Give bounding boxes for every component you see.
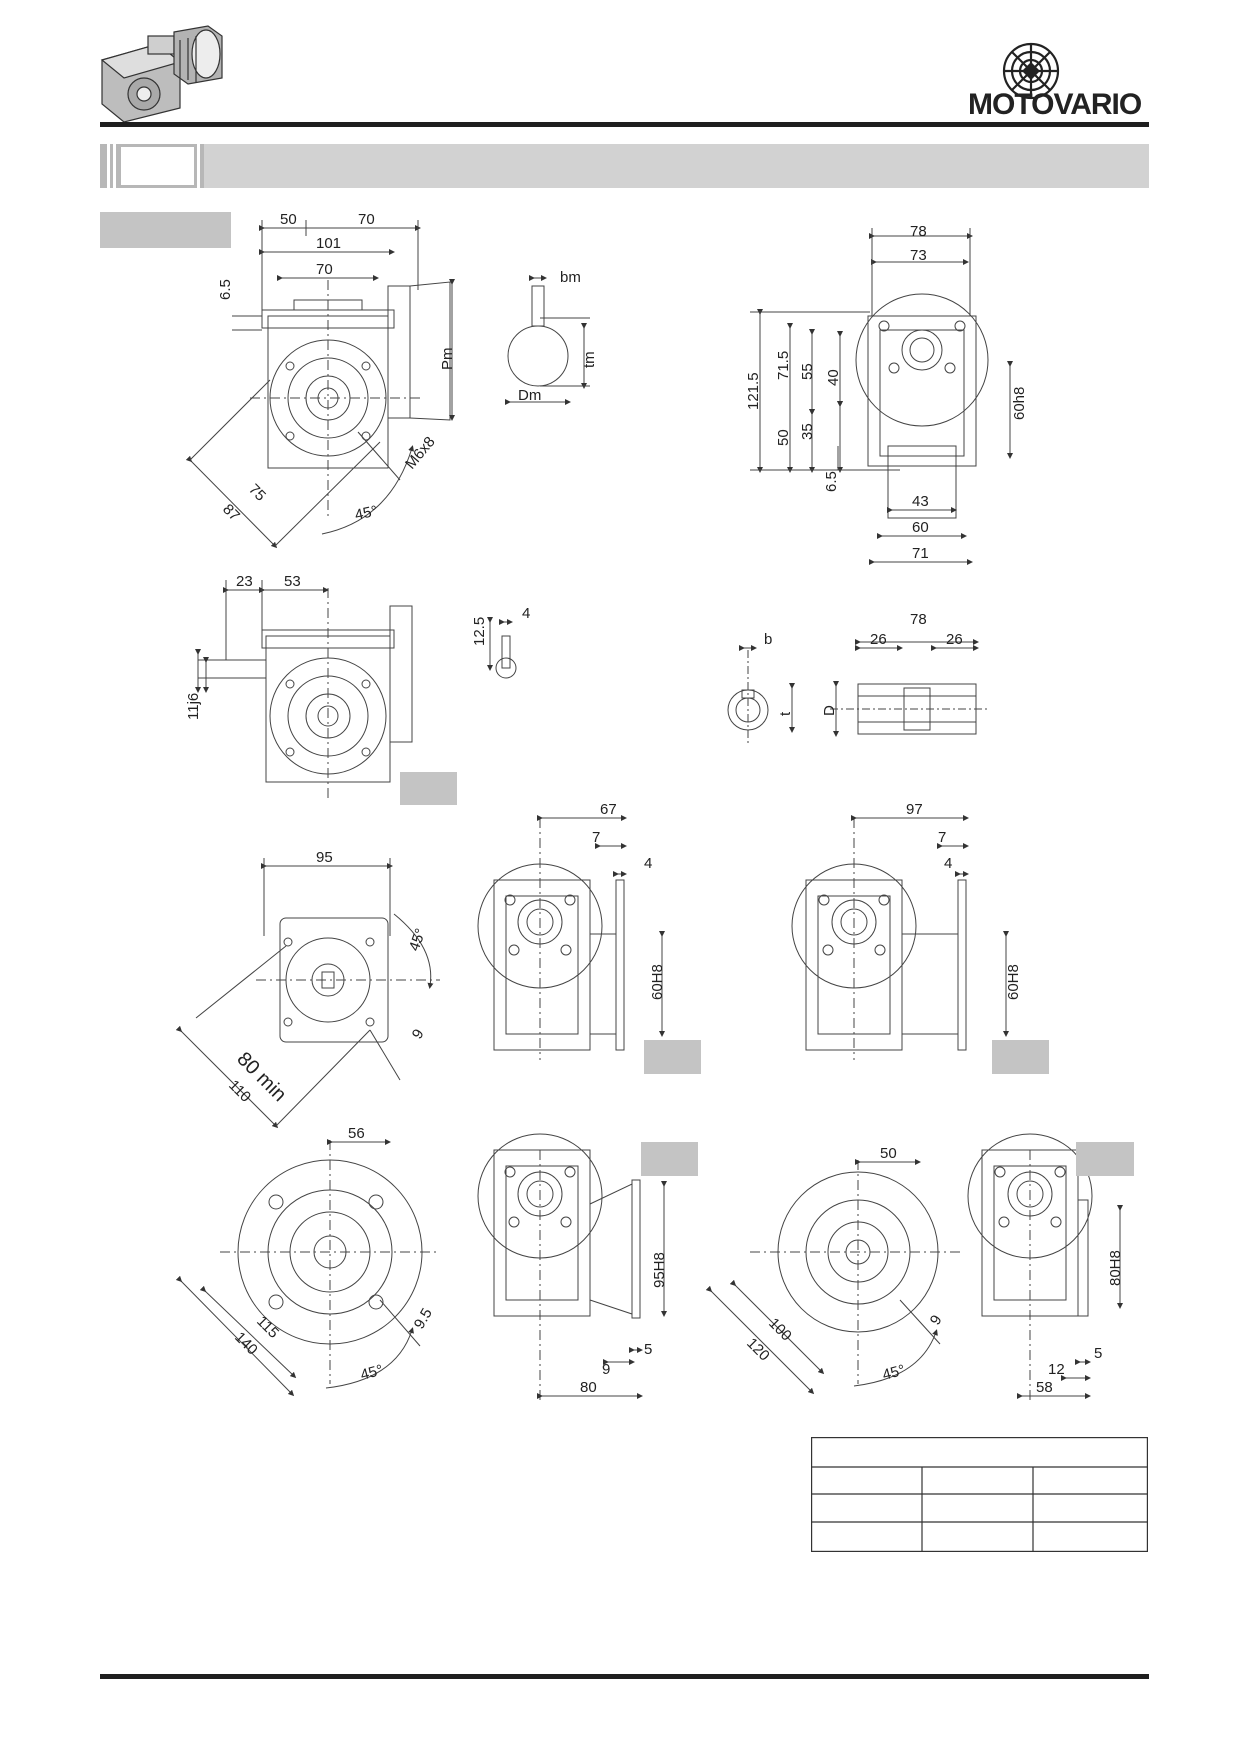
dim-text: 43 xyxy=(912,493,929,510)
dim-text: 50 xyxy=(775,429,792,446)
side-view-1 xyxy=(750,228,1013,565)
dim-text: Pm xyxy=(439,348,456,371)
dim-text: 26 xyxy=(870,631,887,648)
dim-text: 101 xyxy=(316,235,341,252)
dim-text: 6.5 xyxy=(823,471,840,492)
dim-text: 73 xyxy=(910,247,927,264)
dim-text: 11j6 xyxy=(185,693,202,720)
dim-text: 45° xyxy=(353,503,379,524)
dim-text: 115 xyxy=(253,1313,282,1342)
motovario-logo-icon xyxy=(1002,42,1060,100)
brand-name: MOTOVARIO xyxy=(968,88,1142,121)
variant-label-box xyxy=(1076,1142,1134,1176)
gearbox-thumbnail-image xyxy=(100,25,223,122)
dim-text: bm xyxy=(560,269,581,286)
flange-side-4 xyxy=(967,1133,1123,1400)
dim-text: 67 xyxy=(600,801,617,818)
dim-text: 120 xyxy=(743,1335,773,1365)
dim-text: 9 xyxy=(602,1361,610,1378)
dim-text: 110 xyxy=(225,1077,254,1106)
dim-text: 4 xyxy=(644,855,652,872)
dim-text: 58 xyxy=(1036,1379,1053,1396)
dim-text: 23 xyxy=(236,573,253,590)
dim-text: 71 xyxy=(912,545,929,562)
dim-text: 9 xyxy=(927,1312,946,1328)
dim-text: 121.5 xyxy=(745,372,762,410)
dim-text: b xyxy=(764,631,772,648)
flange-front-1 xyxy=(175,858,440,1129)
flange-side-2 xyxy=(791,815,1009,1060)
flange-front-2 xyxy=(175,1139,440,1397)
dim-text: 97 xyxy=(906,801,923,818)
dim-text: 40 xyxy=(825,369,842,386)
dim-text: 60 xyxy=(912,519,929,536)
dim-text: 35 xyxy=(799,423,816,440)
header-rule xyxy=(100,122,1149,127)
dim-text: 9 xyxy=(409,1026,428,1042)
dim-text: 71.5 xyxy=(775,351,792,380)
dim-text: 4 xyxy=(944,855,952,872)
dim-text: 60H8 xyxy=(649,964,666,1000)
front-view-2 xyxy=(195,580,413,800)
dim-text: 95H8 xyxy=(651,1252,668,1288)
dim-text: 50 xyxy=(880,1145,897,1162)
dim-text: 70 xyxy=(316,261,333,278)
dim-text: 12 xyxy=(1048,1361,1065,1378)
dim-text: Dm xyxy=(518,387,541,404)
dim-text: 26 xyxy=(946,631,963,648)
dim-text: 80 xyxy=(580,1379,597,1396)
dim-text: 60H8 xyxy=(1005,964,1022,1000)
dim-text: 4 xyxy=(522,605,530,622)
variant-label-box xyxy=(644,1040,701,1074)
dim-text: 7 xyxy=(938,829,946,846)
variant-label-box xyxy=(992,1040,1049,1074)
dim-text: 9.5 xyxy=(411,1305,436,1332)
dim-text: 45° xyxy=(406,926,430,953)
dim-text: 75 xyxy=(245,481,269,505)
dim-text: 7 xyxy=(592,829,600,846)
dim-text: 45° xyxy=(359,1362,385,1384)
variant-label-box xyxy=(100,212,231,248)
dim-text: 5 xyxy=(644,1341,652,1358)
section-title-bar xyxy=(100,144,1149,188)
dim-text: 12.5 xyxy=(471,617,488,646)
dim-text: 55 xyxy=(799,363,816,380)
key-detail-1 xyxy=(505,275,590,405)
dim-text: 53 xyxy=(284,573,301,590)
empty-spec-table xyxy=(811,1437,1148,1552)
dim-text: 56 xyxy=(348,1125,365,1142)
front-view-1 xyxy=(185,220,455,549)
dim-text: 50 xyxy=(280,211,297,228)
dim-text: 70 xyxy=(358,211,375,228)
dim-text: 45° xyxy=(881,1362,907,1384)
dim-text: 78 xyxy=(910,223,927,240)
dim-text: 6.5 xyxy=(217,279,234,300)
footer-rule xyxy=(100,1674,1149,1679)
dim-text: t xyxy=(777,711,794,716)
dim-text: 60h8 xyxy=(1011,387,1028,420)
dim-text: 140 xyxy=(231,1329,261,1359)
key-detail-2 xyxy=(487,617,517,679)
variant-label-box xyxy=(641,1142,698,1176)
dim-text: M6x8 xyxy=(402,434,439,473)
dim-text: 80H8 xyxy=(1107,1250,1124,1286)
dim-text: D xyxy=(821,705,838,716)
dim-text: 95 xyxy=(316,849,333,866)
variant-label-box xyxy=(400,772,457,805)
flange-side-1 xyxy=(477,815,665,1060)
dim-text: 87 xyxy=(219,501,243,525)
hollow-shaft-detail xyxy=(727,639,990,744)
flange-side-3 xyxy=(477,1133,667,1400)
dim-text: 5 xyxy=(1094,1345,1102,1362)
dim-text: tm xyxy=(581,351,598,368)
flange-front-3 xyxy=(705,1159,960,1395)
dim-text: 78 xyxy=(910,611,927,628)
